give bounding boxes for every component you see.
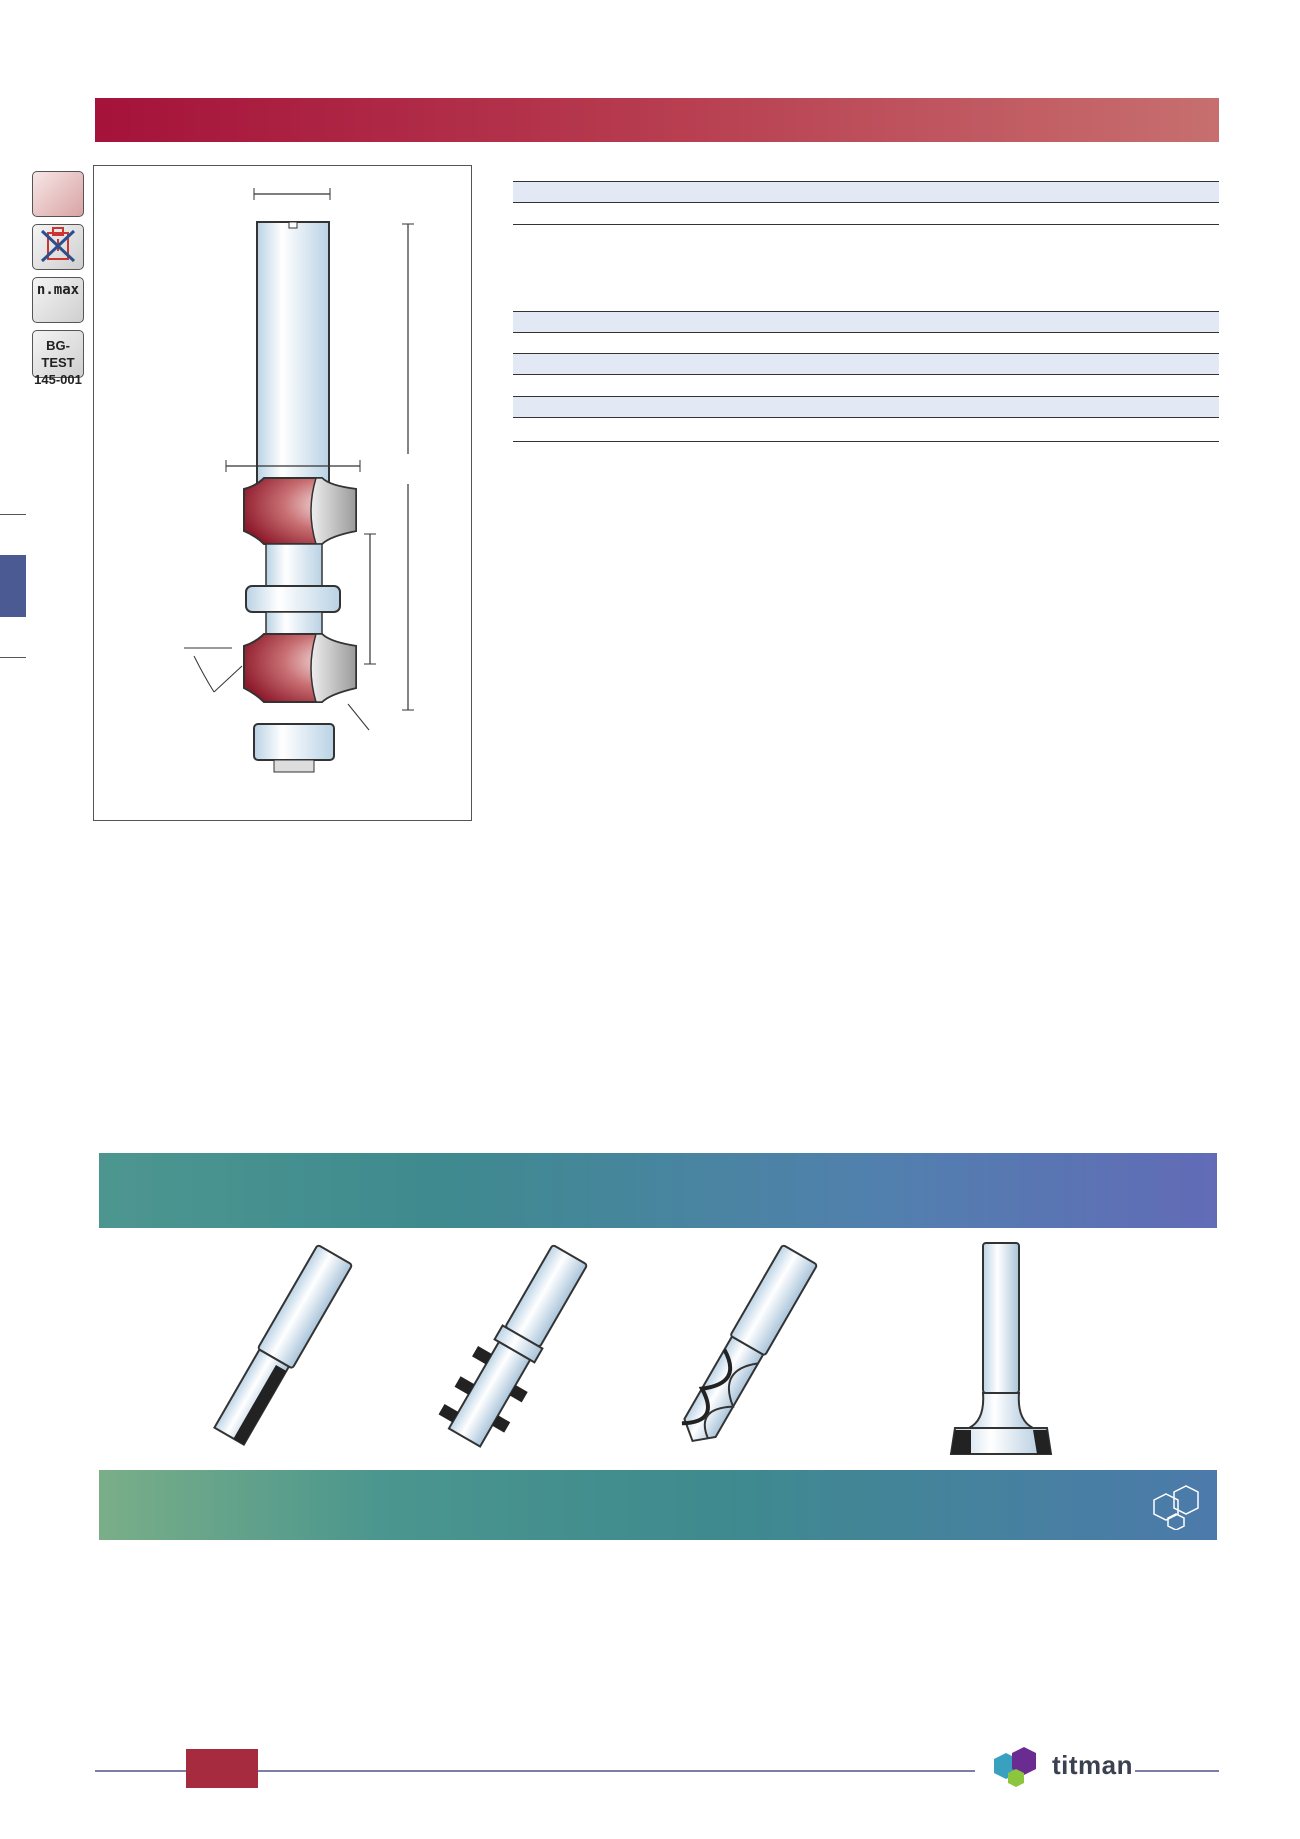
test-cert-icon: BG-TEST 145-001 (32, 330, 84, 387)
footer-rule-left (95, 1770, 975, 1772)
side-rule-bottom (0, 657, 26, 658)
spiral-bit-image (681, 1244, 818, 1443)
spec-header-band-2 (513, 311, 1219, 333)
t-slot-bit-image (949, 1242, 1053, 1455)
no-hand-feed-glyph-icon (40, 227, 76, 263)
material-swatch-icon (32, 171, 84, 217)
footer-rule-right (1135, 1770, 1219, 1772)
spec-rule-1 (513, 224, 1219, 225)
nmax-label: n.max (36, 282, 80, 298)
spec-rule-2 (513, 441, 1219, 442)
spec-header-band-1 (513, 181, 1219, 203)
header-banner (95, 98, 1219, 142)
nmax-icon: n.max (32, 277, 84, 323)
info-banner (99, 1470, 1217, 1540)
straight-bit-image (213, 1244, 353, 1446)
cube-outline-icon (1153, 1485, 1199, 1530)
spec-header-band-4 (513, 396, 1219, 418)
titman-logo-icon (994, 1747, 1036, 1787)
no-hand-feed-icon (32, 224, 84, 270)
side-tab (0, 555, 26, 617)
spec-header-band-3 (513, 353, 1219, 375)
test-cert-line2: 145-001 (34, 372, 82, 387)
related-products-banner (99, 1153, 1217, 1228)
footer-page-tab (186, 1749, 258, 1788)
test-cert-line1: BG-TEST (41, 338, 75, 370)
logo-text: titman (1052, 1750, 1133, 1780)
drawing-frame (93, 165, 472, 821)
stepped-bit-image (438, 1244, 588, 1448)
router-bit-drawing (184, 188, 414, 773)
side-rule-top (0, 514, 26, 515)
